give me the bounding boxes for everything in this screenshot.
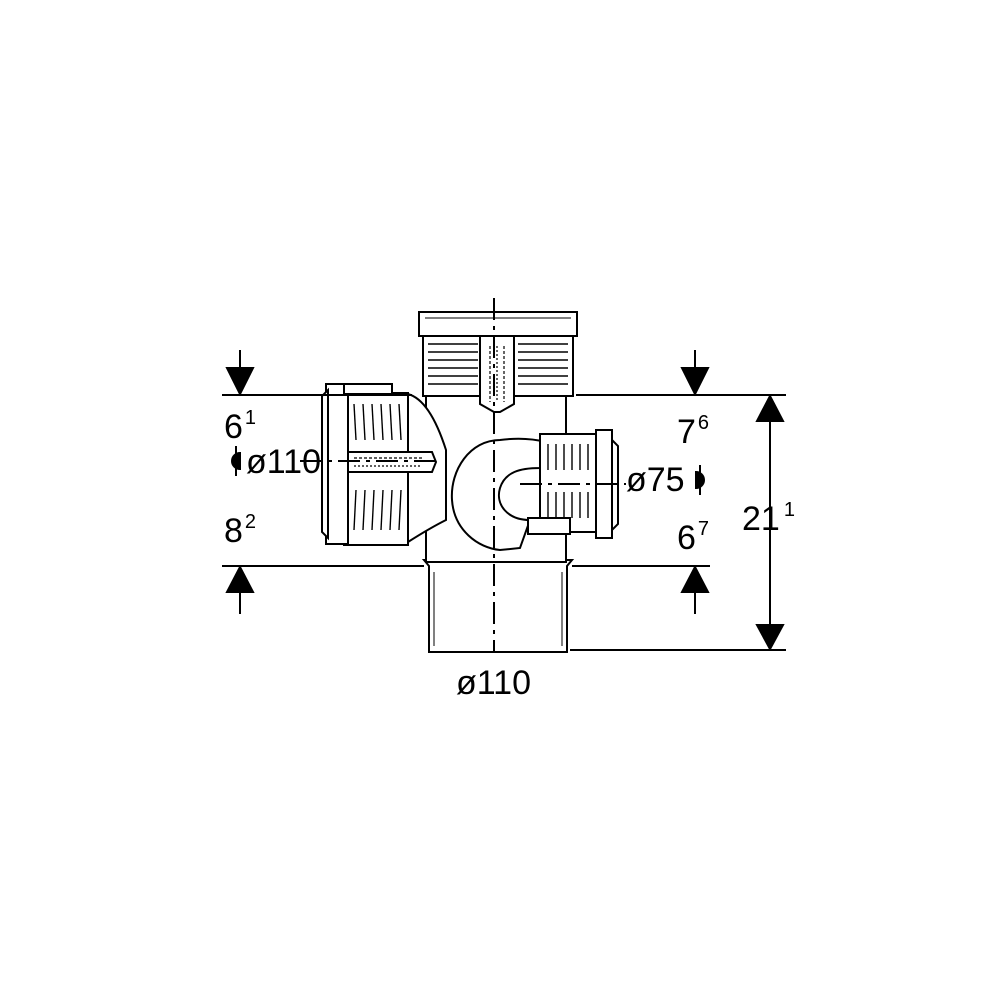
label-diameter-bottom: ø110 — [456, 664, 531, 702]
arrow-down-right — [680, 367, 710, 397]
fitting-body — [321, 311, 619, 653]
arrow-down-left — [225, 367, 255, 397]
top-socket — [418, 311, 578, 413]
arrow-up-height — [755, 393, 785, 422]
label-diameter-left-branch: ø110 — [246, 443, 321, 481]
arrow-up-left — [225, 564, 255, 593]
label-diameter-right-branch: ø75 — [626, 461, 685, 499]
center-lines — [300, 298, 626, 652]
axis-marker-left — [231, 451, 241, 471]
arrow-up-right — [680, 564, 710, 593]
left-branch-socket — [321, 383, 438, 546]
bottom-spigot — [421, 559, 575, 653]
dimension-lines — [222, 350, 786, 652]
arrow-down-height — [755, 624, 785, 652]
axis-marker-right — [695, 470, 705, 490]
